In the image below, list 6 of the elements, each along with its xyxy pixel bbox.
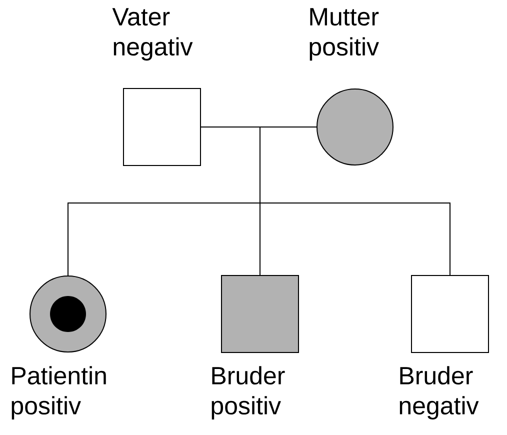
pedigree-line	[200, 126, 317, 128]
person-label: Bruder negativ	[400, 366, 479, 420]
person-label: Mutter positiv	[310, 8, 379, 61]
person-label: Patientin positiv	[12, 366, 106, 420]
person-label: Bruder positiv	[212, 366, 285, 420]
person-label: Vater negativ	[112, 8, 193, 61]
